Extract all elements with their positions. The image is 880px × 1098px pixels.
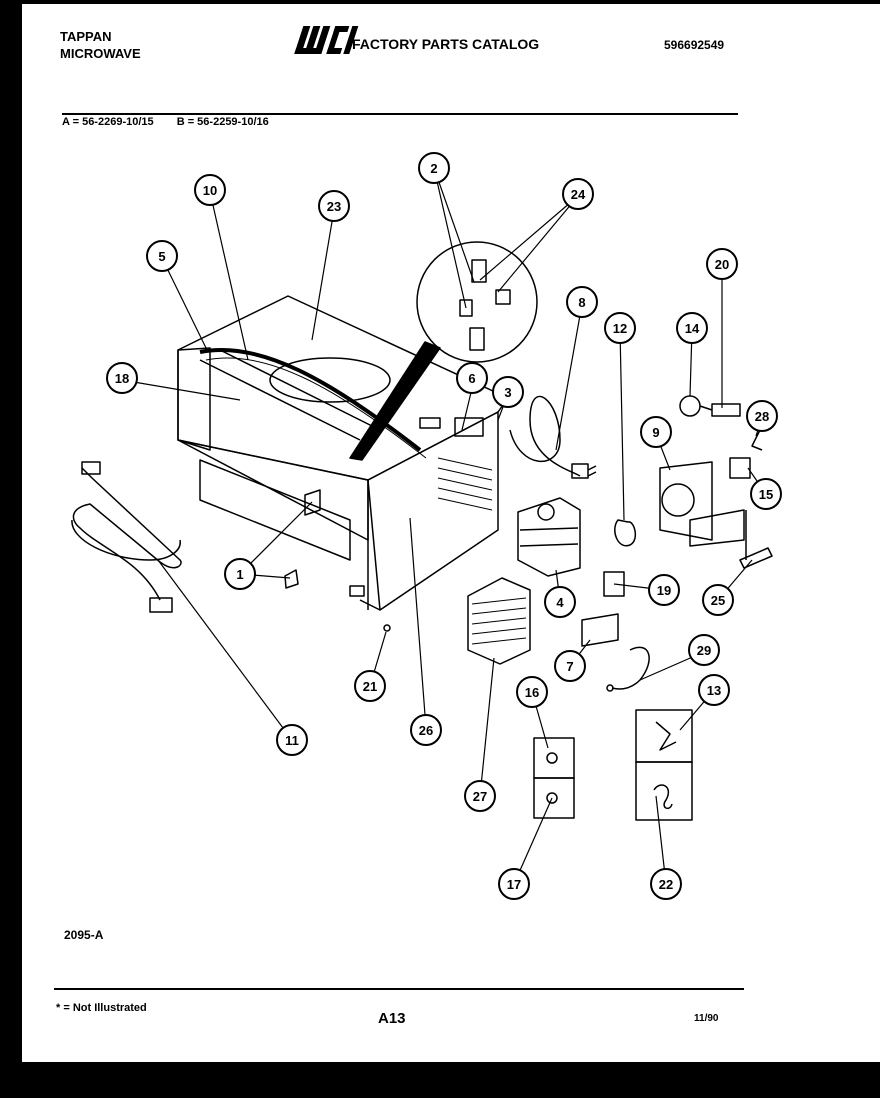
oven-cavity-drawing <box>177 295 509 632</box>
callout-label: 29 <box>697 643 711 658</box>
heater-element-drawing <box>71 461 182 613</box>
callout-label: 24 <box>571 187 586 202</box>
detail-boxes <box>533 709 693 821</box>
callout-label: 9 <box>652 425 659 440</box>
callout-18: 18 <box>106 362 138 394</box>
callout-circles: 1 2 3 4 5 6 7 8 9 10 11 12 13 14 15 16 1… <box>106 152 782 900</box>
callout-8: 8 <box>566 286 598 318</box>
callout-label: 18 <box>115 371 129 386</box>
callout-label: 20 <box>715 257 729 272</box>
callout-6: 6 <box>456 362 488 394</box>
callout-3: 3 <box>492 376 524 408</box>
callout-label: 7 <box>566 659 573 674</box>
callout-23: 23 <box>318 190 350 222</box>
callout-24: 24 <box>562 178 594 210</box>
callout-label: 27 <box>473 789 487 804</box>
callout-label: 11 <box>285 733 299 748</box>
diagram-artwork <box>71 167 773 885</box>
callout-label: 5 <box>158 249 165 264</box>
callout-label: 21 <box>363 679 377 694</box>
callout-label: 22 <box>659 877 673 892</box>
callout-label: 1 <box>236 567 243 582</box>
callout-label: 25 <box>711 593 725 608</box>
callout-label: 4 <box>556 595 564 610</box>
figure-code: 2095-A <box>64 928 104 942</box>
page-number: A13 <box>378 1010 406 1027</box>
power-cord-drawing <box>509 395 597 479</box>
callout-label: 16 <box>525 685 539 700</box>
callout-label: 8 <box>578 295 585 310</box>
callout-22: 22 <box>650 868 682 900</box>
transformer-drawing <box>467 577 531 665</box>
brand-line-2: MICROWAVE <box>60 46 141 61</box>
callout-label: 10 <box>203 183 217 198</box>
revision-date: 11/90 <box>694 1013 719 1024</box>
callout-20: 20 <box>706 248 738 280</box>
callout-4: 4 <box>544 586 576 618</box>
callout-label: 15 <box>759 487 773 502</box>
clip-detail-drawing <box>349 241 538 461</box>
footnote: * = Not Illustrated <box>56 1002 147 1014</box>
model-a: A = 56-2269-10/15 <box>62 116 154 128</box>
callout-7: 7 <box>554 650 586 682</box>
callout-14: 14 <box>676 312 708 344</box>
callout-label: 2 <box>430 161 437 176</box>
callout-29: 29 <box>688 634 720 666</box>
footer-rule <box>54 988 744 990</box>
callout-27: 27 <box>464 780 496 812</box>
callout-15: 15 <box>750 478 782 510</box>
catalog-sheet <box>22 4 880 1062</box>
callout-11: 11 <box>276 724 308 756</box>
callout-10: 10 <box>194 174 226 206</box>
callout-12: 12 <box>604 312 636 344</box>
model-legend: A = 56-2269-10/15 B = 56-2259-10/16 <box>62 116 289 128</box>
catalog-number: 596692549 <box>664 38 725 52</box>
callout-25: 25 <box>702 584 734 616</box>
callout-28: 28 <box>746 400 778 432</box>
callout-5: 5 <box>146 240 178 272</box>
callout-label: 12 <box>613 321 627 336</box>
callout-label: 26 <box>419 723 433 738</box>
callout-label: 17 <box>507 877 521 892</box>
fan-assembly-drawing <box>614 461 747 560</box>
callout-26: 26 <box>410 714 442 746</box>
callout-label: 3 <box>504 385 511 400</box>
brand-name: TAPPAN MICROWAVE <box>60 28 141 62</box>
callout-19: 19 <box>648 574 680 606</box>
callout-16: 16 <box>516 676 548 708</box>
leader-lines <box>121 167 767 885</box>
callout-label: 14 <box>685 321 700 336</box>
lamp-drawing <box>679 395 741 417</box>
callout-2: 2 <box>418 152 450 184</box>
header-rule <box>62 113 738 115</box>
callout-label: 19 <box>657 583 671 598</box>
magnetron-drawing <box>517 497 581 577</box>
callout-21: 21 <box>354 670 386 702</box>
wci-logo <box>294 26 359 54</box>
callout-label: 28 <box>755 409 769 424</box>
callout-9: 9 <box>640 416 672 448</box>
brand-line-1: TAPPAN <box>60 29 112 44</box>
callout-label: 23 <box>327 199 341 214</box>
callout-17: 17 <box>498 868 530 900</box>
small-parts-drawing <box>581 429 773 692</box>
catalog-title: FACTORY PARTS CATALOG <box>352 36 540 52</box>
callout-label: 6 <box>468 371 475 386</box>
callout-1: 1 <box>224 558 256 590</box>
callout-label: 13 <box>707 683 721 698</box>
callout-13: 13 <box>698 674 730 706</box>
model-b: B = 56-2259-10/16 <box>176 116 269 128</box>
